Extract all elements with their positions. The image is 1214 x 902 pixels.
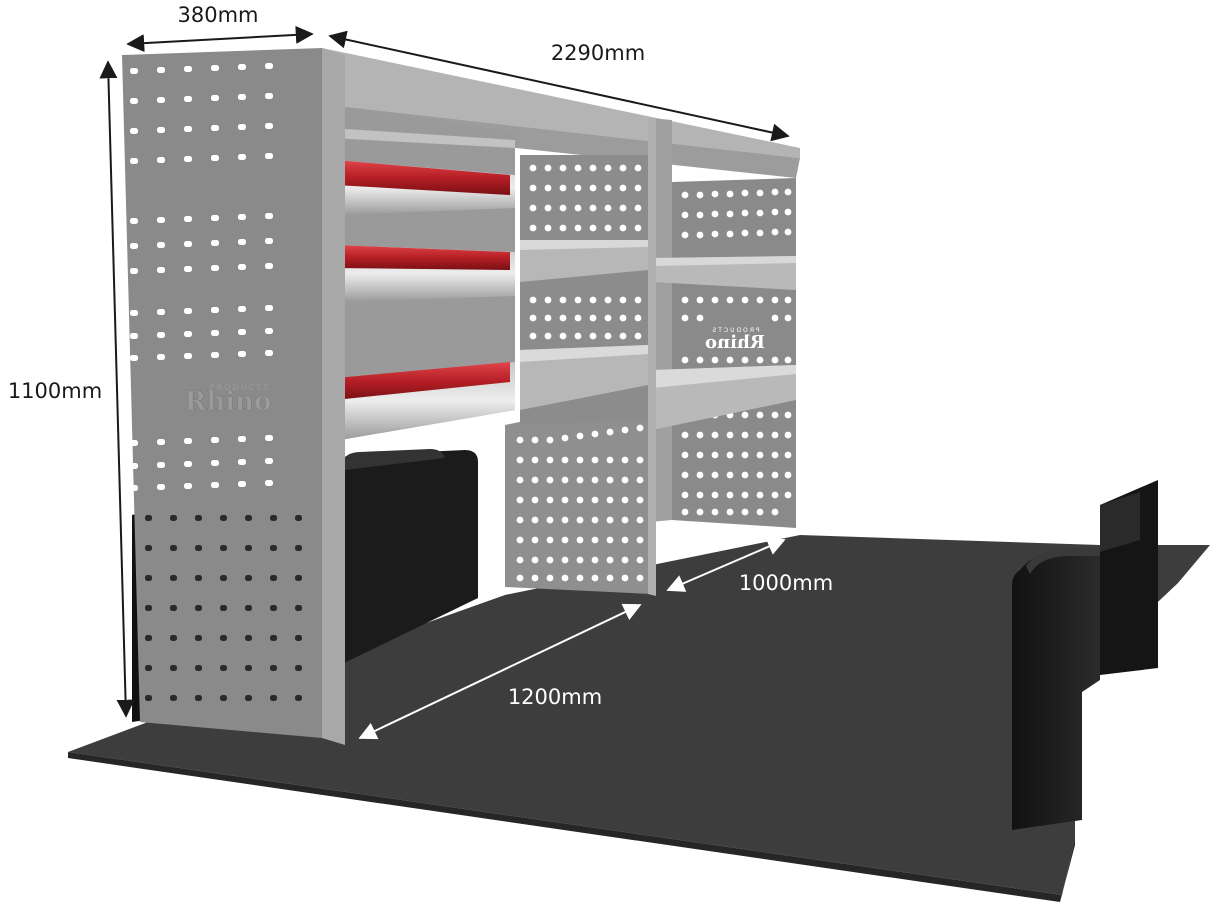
drawer-unit (330, 105, 515, 440)
dimension-depth-label: 380mm (178, 3, 259, 27)
dimension-height-label: 1100mm (8, 379, 102, 403)
brand-logo-front-name: Rhino (185, 387, 272, 417)
dimension-floor-length: 1200mm (358, 603, 642, 740)
brand-logo-front-tagline: PRODUCTS (210, 383, 270, 392)
dimension-floor-width-label: 1000mm (739, 571, 833, 595)
drawer-1 (335, 160, 515, 215)
right-bay-shelves (652, 256, 796, 430)
brand-logo-right-name: Rhino (705, 332, 765, 353)
brand-logo-right-tagline: PRODUCTS (710, 327, 759, 334)
dimension-floor-length-label: 1200mm (508, 685, 602, 709)
dimension-length-label: 2290mm (551, 41, 645, 65)
right-wheel-arch (1012, 480, 1158, 830)
dimension-floor-width: 1000mm (666, 538, 833, 595)
brand-logo-right: Rhino PRODUCTS (705, 327, 765, 353)
dimension-length: 2290mm (328, 30, 790, 142)
rear-upright-right (650, 118, 796, 528)
dimension-height: 1100mm (8, 60, 135, 718)
drawer-2 (335, 245, 515, 302)
dimension-depth: 380mm (126, 3, 314, 53)
brand-logo-front: Rhino PRODUCTS (184, 383, 272, 417)
middle-bay-shelves (520, 240, 648, 410)
front-end-panel: Rhino PRODUCTS (122, 48, 345, 745)
drawer-3 (335, 362, 515, 440)
